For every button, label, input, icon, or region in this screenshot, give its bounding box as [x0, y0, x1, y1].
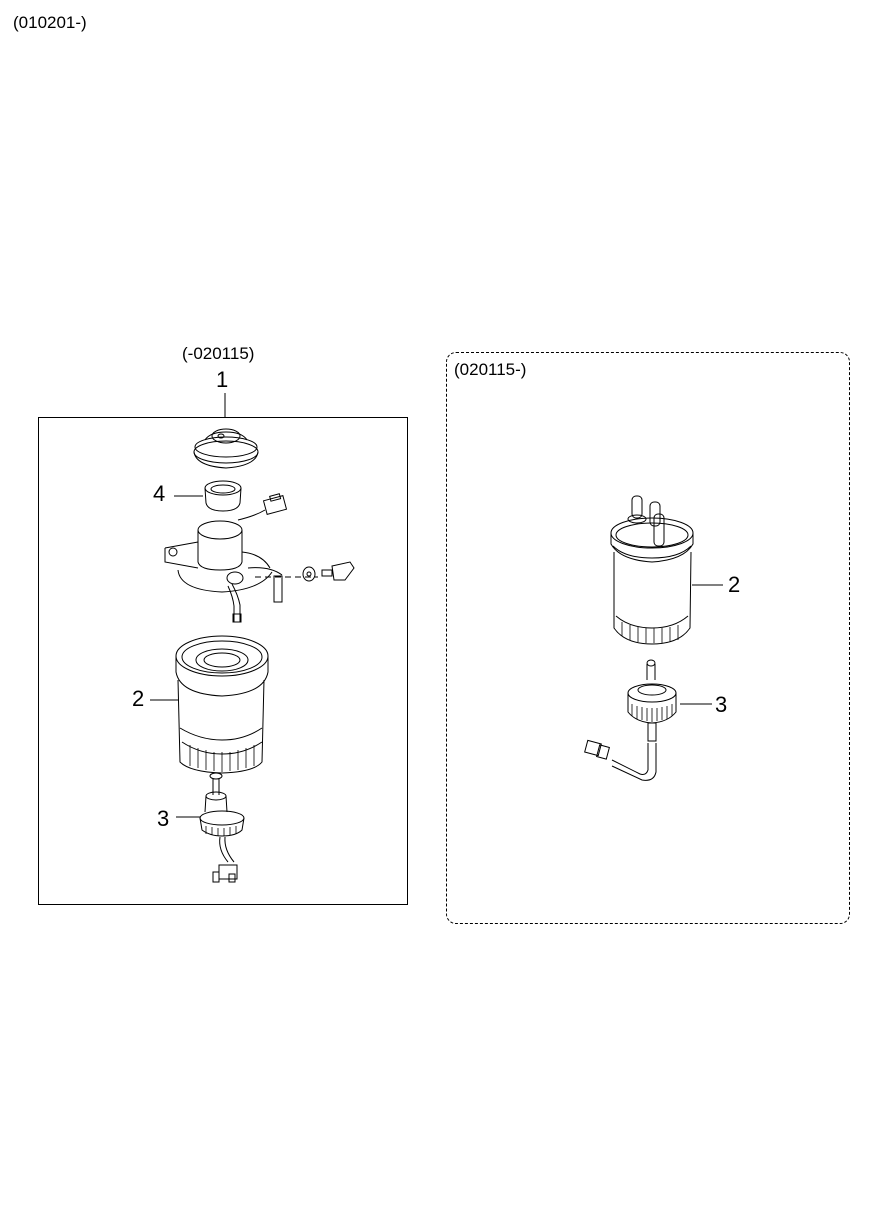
fuel-filter-left-icon[interactable] — [176, 636, 268, 773]
leader-lines-left — [150, 393, 225, 817]
leader-lines-right — [680, 585, 723, 704]
washer-bolt-icon[interactable] — [303, 562, 354, 581]
diagram-code-range: (010201-) — [13, 13, 87, 32]
gasket-ring-icon[interactable] — [205, 481, 241, 511]
callout-left-2[interactable]: 2 — [132, 686, 145, 711]
callout-assembly-1[interactable]: 1 — [216, 367, 229, 392]
sensor-connector-icon[interactable] — [238, 494, 286, 520]
fuel-filter-right-icon[interactable] — [611, 496, 693, 644]
callout-left-4[interactable]: 4 — [153, 481, 166, 506]
right-group-code-range: (020115-) — [454, 360, 527, 379]
filter-head-body-icon[interactable] — [165, 521, 318, 622]
left-group-code-range: (-020115) — [182, 344, 255, 363]
filter-head-cap-icon[interactable] — [194, 429, 258, 468]
right-assembly-frame — [446, 352, 850, 924]
water-sensor-left-icon[interactable] — [200, 773, 244, 882]
callout-left-3[interactable]: 3 — [157, 806, 170, 831]
left-assembly-frame — [38, 417, 408, 905]
water-sensor-right-icon[interactable] — [585, 660, 676, 780]
callout-right-2[interactable]: 2 — [728, 572, 741, 597]
callout-right-3[interactable]: 3 — [715, 692, 728, 717]
